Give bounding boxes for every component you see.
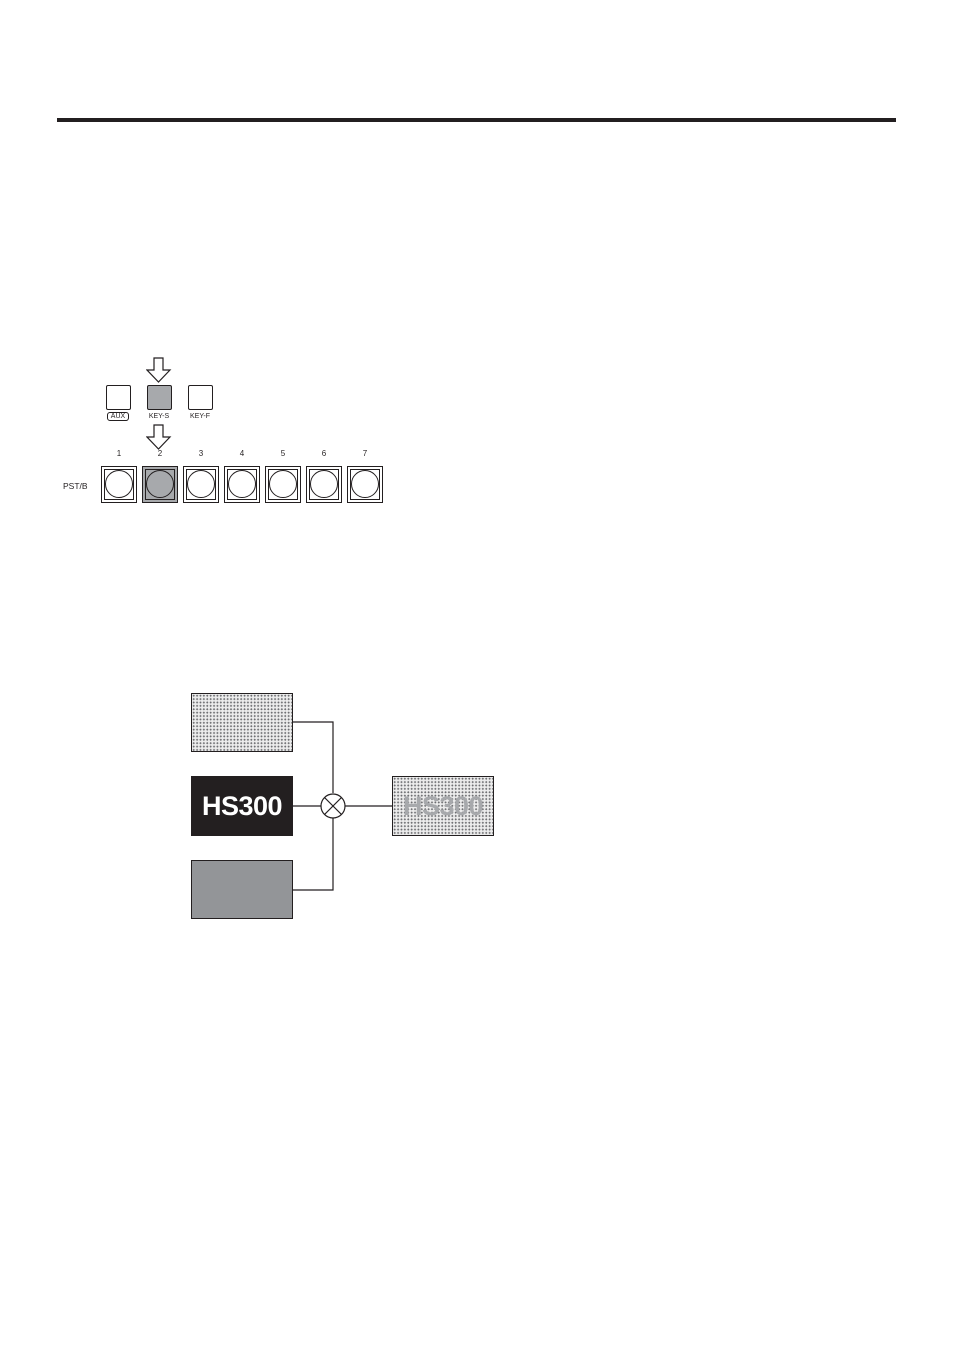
key-fill-source-box: [191, 693, 293, 752]
output-text: HS300: [403, 791, 483, 822]
background-box: [191, 860, 293, 919]
key-source-text: HS300: [202, 791, 282, 822]
key-source-box: HS300: [191, 776, 293, 836]
output-box: HS300: [392, 776, 494, 836]
